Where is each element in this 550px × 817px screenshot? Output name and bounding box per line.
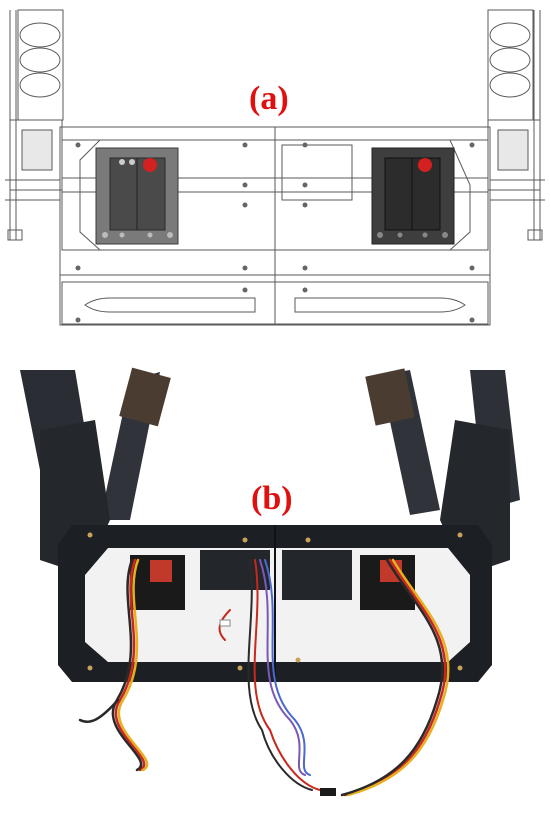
panel-label-b: (b) xyxy=(251,480,293,517)
carbon-arms xyxy=(20,367,520,575)
panel-label-a: (a) xyxy=(249,80,289,117)
right-servo xyxy=(371,147,455,245)
left-landing-gear xyxy=(5,9,64,241)
panel-a-cad-drawing xyxy=(5,9,545,326)
printed-frame xyxy=(58,525,492,682)
photo-servos xyxy=(130,550,415,610)
servo-wires xyxy=(78,558,450,797)
lower-tray xyxy=(59,274,491,326)
left-servo xyxy=(95,147,179,245)
right-landing-gear xyxy=(487,9,545,241)
